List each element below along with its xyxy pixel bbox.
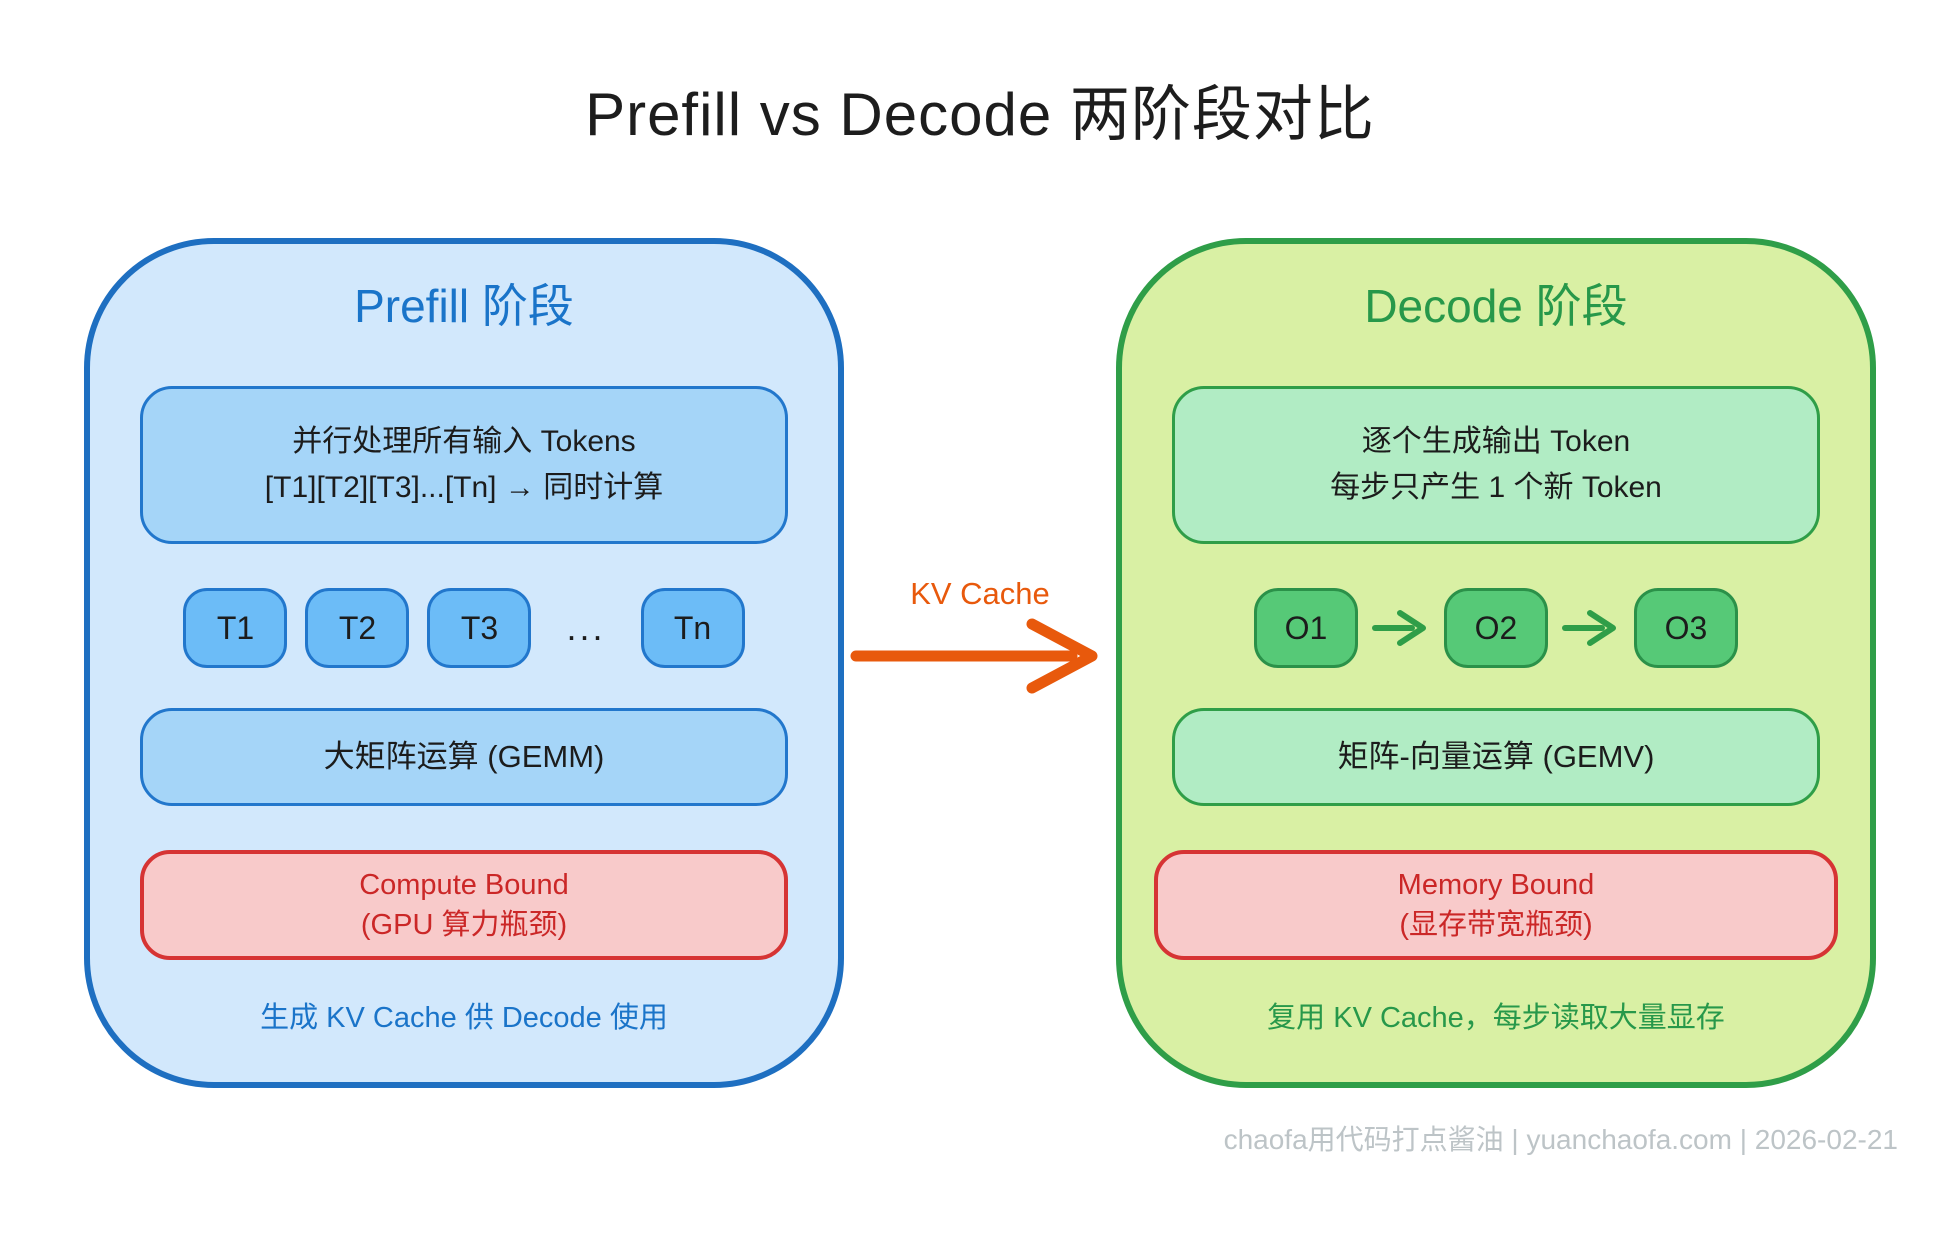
token-o1: O1 — [1254, 588, 1358, 668]
token-o2: O2 — [1444, 588, 1548, 668]
decode-token-row: O1 O2 O3 — [1122, 588, 1870, 668]
token-arrow-icon — [1372, 608, 1430, 648]
watermark: chaofa用代码打点酱油 | yuanchaofa.com | 2026-02… — [1223, 1124, 1898, 1155]
kv-cache-arrow-group: KV Cache — [846, 576, 1114, 699]
decode-memory-bound-box: Memory Bound (显存带宽瓶颈) — [1154, 850, 1838, 960]
compute-bound-line2: (GPU 算力瓶颈) — [360, 909, 568, 941]
token-t1: T1 — [183, 588, 288, 668]
memory-bound-line1: Memory Bound — [1397, 869, 1595, 901]
decode-caption: 复用 KV Cache，每步读取大量显存 — [1267, 1002, 1725, 1034]
token-ellipsis: ... — [566, 607, 606, 648]
prefill-gemm-box: 大矩阵运算 (GEMM) — [140, 708, 788, 806]
kv-cache-arrow-icon — [850, 618, 1098, 694]
token-tn: Tn — [640, 588, 745, 668]
prefill-panel-title: Prefill 阶段 — [354, 280, 574, 332]
kv-cache-arrow-label: KV Cache — [910, 576, 1050, 611]
token-arrow-icon — [1562, 608, 1620, 648]
decode-gemv-box: 矩阵-向量运算 (GEMV) — [1172, 708, 1820, 806]
decode-generate-line2: 每步只产生 1 个新 Token — [1330, 471, 1662, 504]
decode-panel-title: Decode 阶段 — [1364, 280, 1628, 332]
prefill-panel: Prefill 阶段 并行处理所有输入 Tokens [T1][T2][T3].… — [84, 238, 844, 1088]
prefill-parallel-box: 并行处理所有输入 Tokens [T1][T2][T3]...[Tn] → 同时… — [140, 386, 788, 544]
token-o3: O3 — [1634, 588, 1738, 668]
token-t3: T3 — [427, 588, 532, 668]
prefill-parallel-line1: 并行处理所有输入 Tokens — [292, 425, 636, 458]
compute-bound-line1: Compute Bound — [359, 869, 569, 901]
decode-generate-line1: 逐个生成输出 Token — [1361, 425, 1631, 458]
memory-bound-line2: (显存带宽瓶颈) — [1399, 909, 1593, 941]
token-t2: T2 — [305, 588, 410, 668]
decode-panel: Decode 阶段 逐个生成输出 Token 每步只产生 1 个新 Token … — [1116, 238, 1876, 1088]
prefill-parallel-line2: [T1][T2][T3]...[Tn] → 同时计算 — [264, 471, 664, 504]
page-title: Prefill vs Decode 两阶段对比 — [585, 81, 1375, 148]
prefill-token-row: T1 T2 T3 ... Tn — [90, 588, 838, 668]
prefill-compute-bound-box: Compute Bound (GPU 算力瓶颈) — [140, 850, 788, 960]
prefill-caption: 生成 KV Cache 供 Decode 使用 — [260, 1002, 668, 1034]
decode-generate-box: 逐个生成输出 Token 每步只产生 1 个新 Token — [1172, 386, 1820, 544]
